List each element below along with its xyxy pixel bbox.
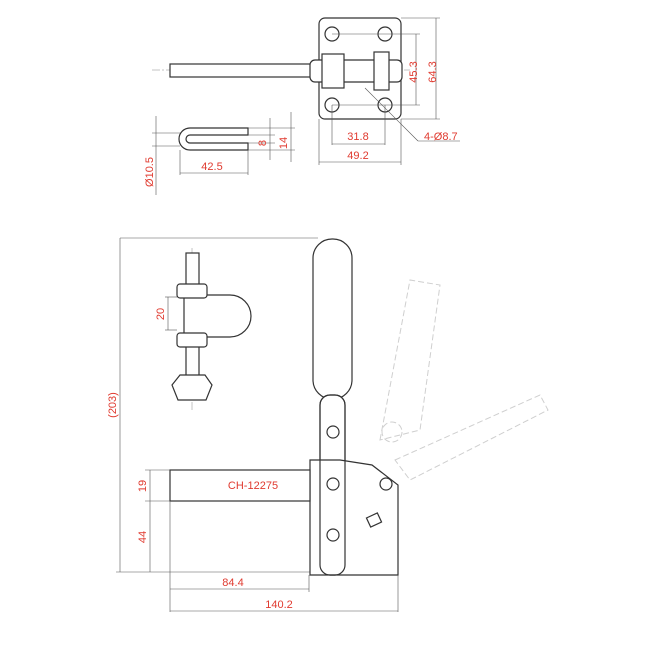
pivot — [379, 477, 393, 491]
dim-tab-width: 14 — [278, 137, 290, 149]
handle-grip — [312, 238, 353, 400]
dim-slot-length: 42.5 — [201, 161, 222, 173]
pivot — [326, 477, 340, 491]
dim-end-diameter: Ø10.5 — [144, 157, 156, 187]
pivot — [326, 425, 340, 439]
dim-arm-reach: 84.4 — [222, 577, 243, 589]
dim-plate-width: 49.2 — [347, 150, 368, 162]
dim-overall-height: (203) — [107, 392, 119, 418]
open-position-ghost — [379, 279, 549, 481]
pivot — [326, 528, 340, 542]
dim-arm-height: 19 — [137, 480, 149, 492]
top-view — [152, 17, 460, 165]
dim-overall-length: 140.2 — [265, 599, 293, 611]
rubber-tip — [171, 374, 213, 401]
dim-hole-spacing-horizontal: 31.8 — [347, 131, 368, 143]
dim-hole-spacing-vertical: 45.3 — [408, 61, 420, 82]
side-view — [116, 237, 549, 612]
model-label: CH-12275 — [228, 480, 278, 492]
dim-slot-width: 8 — [257, 140, 269, 146]
dim-base-to-arm: 44 — [137, 531, 149, 543]
dim-spindle-offset: 20 — [155, 308, 167, 320]
clamp-arm — [169, 469, 311, 502]
slot-detail — [152, 112, 295, 195]
handle-rod-top — [169, 63, 321, 78]
dim-plate-height: 64.3 — [427, 61, 439, 82]
dim-holes: 4-Ø8.7 — [424, 131, 458, 143]
